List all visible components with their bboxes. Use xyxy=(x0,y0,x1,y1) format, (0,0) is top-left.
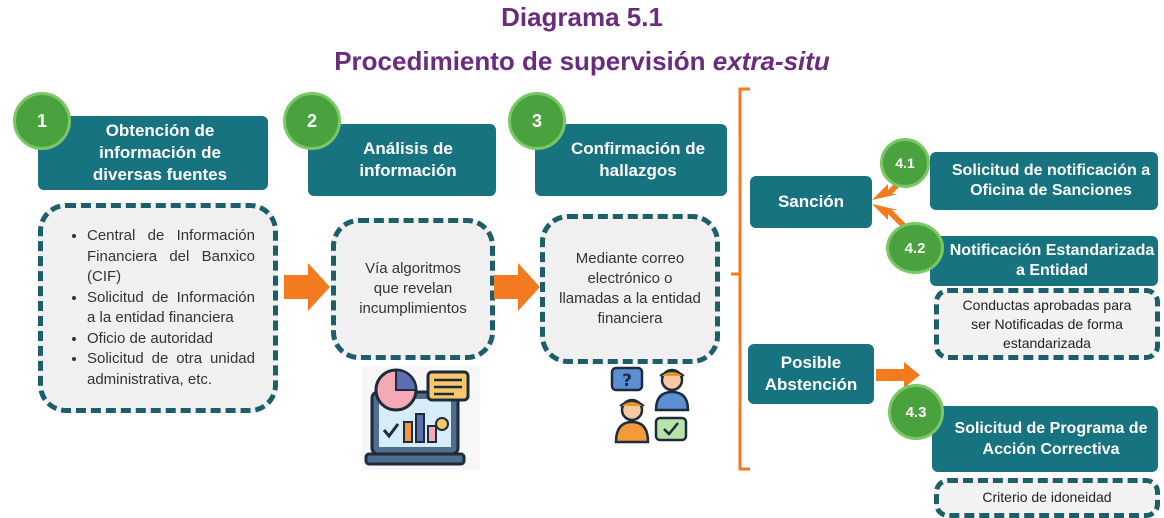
substep-4-1-header: Solicitud de notificación a Oficina de S… xyxy=(930,152,1158,210)
sancion-box: Sanción xyxy=(750,176,872,228)
analytics-dashboard-icon xyxy=(362,366,480,470)
diagram-subtitle: Procedimiento de supervisión extra-situ xyxy=(0,46,1164,76)
substep-4-2-header: Notificación Estandarizada a Entidad xyxy=(930,236,1158,286)
arrow-step1-to-step2 xyxy=(284,263,330,311)
step3-number: 3 xyxy=(531,110,542,131)
step2-title: Análisis de información xyxy=(359,139,457,180)
step1-title: Obtención de información de diversas fue… xyxy=(92,121,228,184)
step1-sources-box: Central de Información Financiera del Ba… xyxy=(38,203,278,413)
step3-number-badge: 3 xyxy=(508,92,566,150)
abstencion-label: Posible Abstención xyxy=(764,353,858,394)
list-item: Solicitud de otra unidad administrativa,… xyxy=(87,349,255,390)
substep-4-3-detail-text: Criterio de idoneidad xyxy=(982,489,1112,505)
substep-4-1-badge: 4.1 xyxy=(880,138,930,188)
step1-number-badge: 1 xyxy=(13,92,71,150)
substep-4-2-title: Notificación Estandarizada a Entidad xyxy=(949,242,1155,279)
substep-4-3-header: Solicitud de Programa de Acción Correcti… xyxy=(932,406,1158,472)
substep-4-2-detail-box: Conductas aprobadas para ser Notificadas… xyxy=(934,288,1160,360)
step3-header: Confirmación de hallazgos xyxy=(535,124,727,196)
step2-header: Análisis de información xyxy=(308,124,496,196)
step1-header: Obtención de información de diversas fue… xyxy=(38,116,268,190)
substep-4-1-title: Solicitud de notificación a Oficina de S… xyxy=(951,162,1151,199)
list-item: Solicitud de Información a la entidad fi… xyxy=(87,288,255,329)
step1-source-list: Central de Información Financiera del Ba… xyxy=(43,226,255,390)
step1-number: 1 xyxy=(36,110,47,131)
list-item: Oficio de autoridad xyxy=(87,329,255,350)
diagram-subtitle-italic: extra-situ xyxy=(712,46,830,76)
step2-number: 2 xyxy=(306,110,317,131)
substep-4-2-number: 4.2 xyxy=(904,239,926,257)
substep-4-3-detail-box: Criterio de idoneidad xyxy=(934,478,1160,518)
step3-title: Confirmación de hallazgos xyxy=(570,139,706,180)
substep-4-3-number: 4.3 xyxy=(905,403,927,421)
sancion-label: Sanción xyxy=(777,192,845,211)
diagram-subtitle-text: Procedimiento de supervisión xyxy=(334,46,713,76)
diagram-title: Diagrama 5.1 xyxy=(0,2,1164,32)
arrow-abstencion-to-4-3 xyxy=(876,362,920,388)
step3-detail-box: Mediante correo electrónico o llamadas a… xyxy=(540,214,720,364)
list-item: Central de Información Financiera del Ba… xyxy=(87,226,255,288)
people-conversation-icon: ? xyxy=(610,366,690,444)
outcome-bracket xyxy=(731,87,750,471)
substep-4-2-badge: 4.2 xyxy=(886,222,944,274)
abstencion-box: Posible Abstención xyxy=(748,344,874,404)
step2-number-badge: 2 xyxy=(283,92,341,150)
substep-4-2-detail-text: Conductas aprobadas para ser Notificadas… xyxy=(962,296,1132,351)
substep-4-3-badge: 4.3 xyxy=(888,384,944,440)
substep-4-3-title: Solicitud de Programa de Acción Correcti… xyxy=(954,420,1148,458)
step2-detail-box: Vía algoritmos que revelan incumplimient… xyxy=(331,218,495,360)
arrow-step2-to-step3 xyxy=(494,263,540,311)
svg-text:?: ? xyxy=(622,371,632,391)
step2-detail-text: Vía algoritmos que revelan incumplimient… xyxy=(359,260,467,317)
diagram-title-line1: Diagrama 5.1 xyxy=(501,2,663,32)
substep-4-1-number: 4.1 xyxy=(895,155,915,171)
step3-detail-text: Mediante correo electrónico o llamadas a… xyxy=(559,250,701,327)
